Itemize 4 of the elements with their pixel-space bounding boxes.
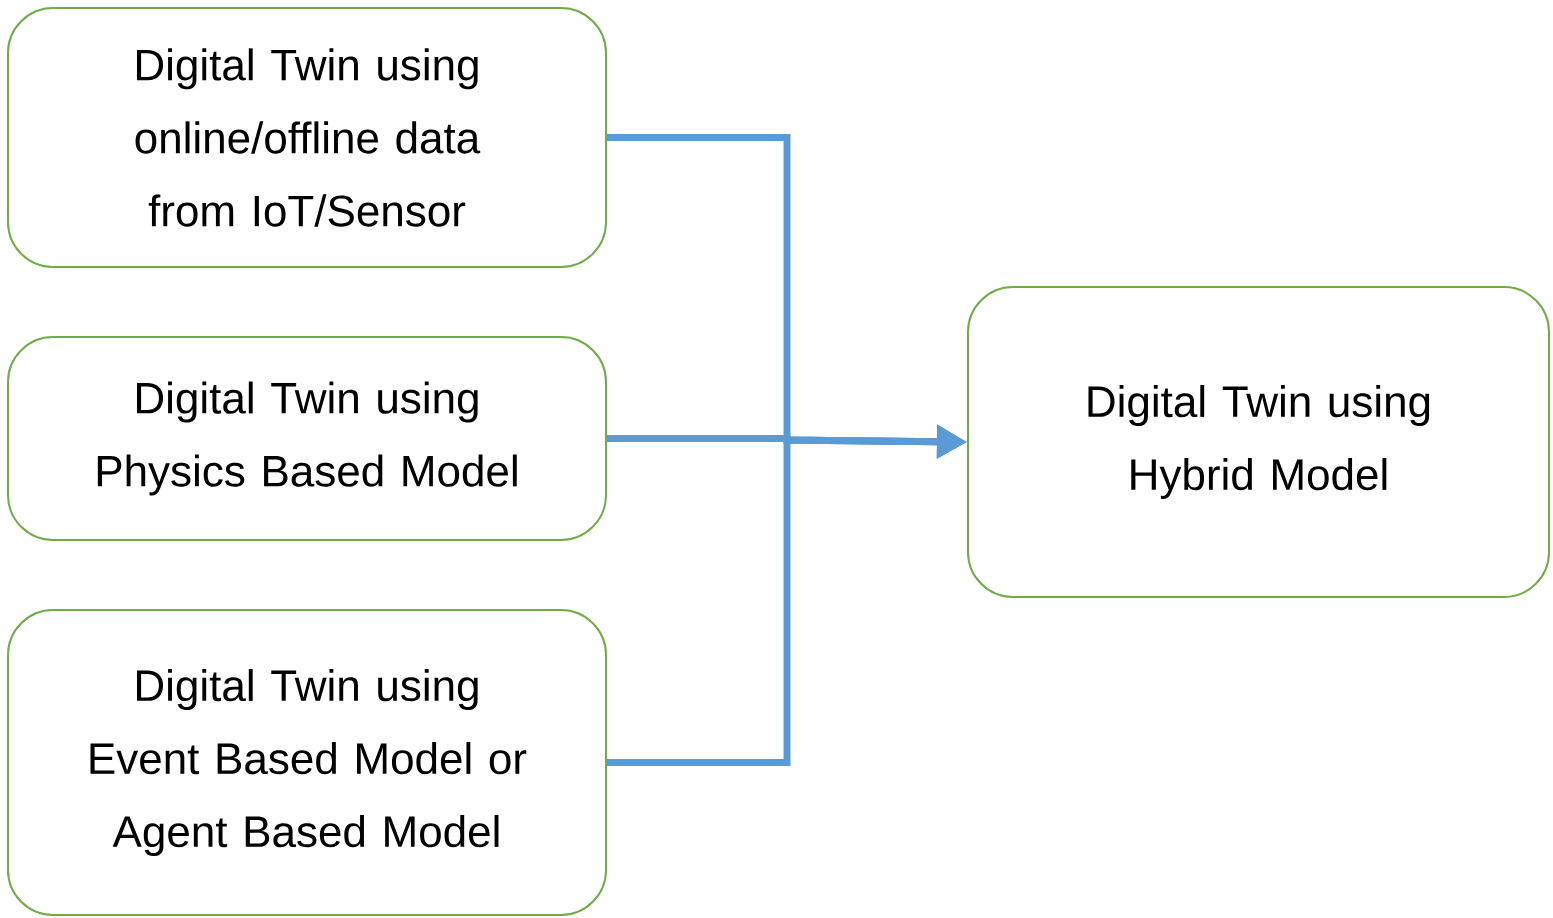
process-box: Digital Twin using Event Based Model or Agent Based Model (7, 609, 607, 916)
process-box: Digital Twin using Physics Based Model (7, 336, 607, 541)
process-box: Digital Twin using online/offline data from IoT/Sensor (7, 7, 607, 268)
process-box: Digital Twin using Hybrid Model (967, 286, 1550, 598)
